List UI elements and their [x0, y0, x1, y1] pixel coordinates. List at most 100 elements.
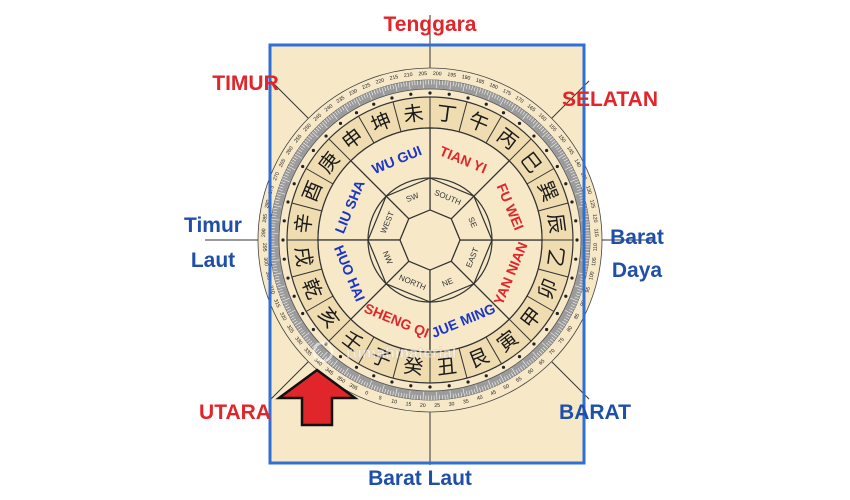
- degree-tick: [455, 82, 457, 87]
- mountain-divider: [508, 318, 532, 342]
- degree-tick: [541, 342, 549, 349]
- degree-label: 300: [262, 257, 269, 266]
- degree-tick: [494, 381, 497, 386]
- degree-tick: [496, 95, 500, 100]
- degree-tick: [389, 85, 392, 90]
- degree-tick: [503, 376, 507, 381]
- degree-tick: [574, 181, 579, 184]
- degree-tick: [462, 388, 465, 397]
- degree-tick: [528, 116, 532, 121]
- degree-tick: [449, 390, 452, 399]
- degree-tick: [530, 118, 535, 122]
- degree-tick: [462, 83, 465, 92]
- degree-tick: [276, 283, 281, 286]
- degree-tick: [376, 386, 379, 391]
- degree-tick: [282, 178, 290, 183]
- degree-tick: [371, 384, 374, 389]
- degree-tick: [294, 153, 302, 159]
- mountain-divider: [305, 295, 334, 312]
- degree-tick: [378, 387, 381, 392]
- degree-label: 265: [278, 158, 287, 169]
- degree-tick: [317, 125, 322, 130]
- label-barat-daya-line1: Barat: [610, 226, 664, 249]
- degree-tick: [280, 294, 285, 297]
- degree-tick: [466, 84, 468, 89]
- degree-tick: [392, 84, 394, 89]
- degree-label: 70: [548, 348, 556, 356]
- degree-tick: [541, 131, 549, 138]
- degree-tick: [565, 316, 570, 320]
- degree-tick: [564, 165, 573, 171]
- mountain-divider: [291, 202, 322, 212]
- degree-tick: [473, 389, 476, 394]
- degree-tick: [403, 393, 405, 398]
- degree-tick: [400, 392, 402, 398]
- mountain-char: 乙: [543, 245, 569, 268]
- degree-tick: [323, 119, 328, 124]
- degree-label: 170: [514, 95, 525, 105]
- degree-tick: [511, 372, 514, 377]
- degree-tick: [468, 390, 471, 395]
- degree-tick: [289, 163, 294, 167]
- degree-label: 280: [264, 199, 272, 209]
- degree-tick: [506, 375, 510, 380]
- degree-label: 320: [278, 311, 287, 322]
- degree-tick: [532, 121, 539, 129]
- ring-dot: [324, 134, 328, 138]
- degree-tick: [572, 301, 577, 305]
- degree-tick: [350, 100, 354, 105]
- degree-tick: [273, 205, 282, 208]
- degree-label: 105: [591, 257, 598, 266]
- degree-tick: [275, 281, 281, 284]
- degree-tick: [274, 202, 279, 204]
- degree-tick: [294, 321, 302, 327]
- degree-label: 195: [447, 72, 456, 79]
- degree-tick: [395, 83, 398, 92]
- north-arrow-icon: [275, 368, 359, 427]
- degree-tick: [301, 332, 306, 336]
- degree-tick: [395, 388, 398, 397]
- degree-tick: [574, 296, 579, 299]
- degree-label: 5: [378, 395, 383, 402]
- ring-dot: [301, 164, 305, 169]
- ring-dot: [372, 374, 376, 378]
- direction-name: SE: [466, 216, 478, 229]
- degree-label: 215: [389, 74, 399, 82]
- degree-tick: [355, 374, 361, 383]
- degree-tick: [473, 86, 476, 91]
- degree-tick: [275, 196, 281, 199]
- degree-label: 305: [264, 271, 272, 281]
- degree-tick: [308, 340, 312, 345]
- degree-tick: [565, 160, 570, 164]
- label-timur: TIMUR: [212, 72, 279, 95]
- degree-tick: [317, 350, 322, 355]
- degree-tick: [481, 89, 484, 94]
- degree-tick: [540, 127, 545, 132]
- degree-tick: [481, 386, 484, 391]
- degree-tick: [287, 165, 296, 171]
- degree-tick: [381, 87, 385, 96]
- degree-label: 295: [261, 243, 267, 252]
- degree-tick: [558, 321, 566, 327]
- degree-tick: [330, 361, 334, 366]
- degree-tick: [302, 142, 310, 148]
- degree-tick: [299, 330, 304, 334]
- degree-tick: [392, 391, 394, 396]
- degree-label: 10: [391, 399, 398, 406]
- degree-tick: [574, 191, 583, 195]
- degree-tick: [549, 338, 554, 342]
- degree-tick: [279, 291, 284, 294]
- degree-tick: [569, 168, 574, 171]
- degree-tick: [315, 348, 320, 353]
- degree-tick: [270, 257, 276, 259]
- degree-tick: [290, 316, 295, 320]
- degree-tick: [277, 191, 286, 195]
- degree-tick: [299, 146, 304, 150]
- ring-dot: [409, 384, 413, 388]
- degree-tick: [313, 129, 318, 134]
- mountain-divider: [526, 295, 555, 312]
- degree-tick: [296, 151, 301, 155]
- degree-tick: [548, 340, 552, 345]
- label-selatan: SELATAN: [561, 88, 659, 111]
